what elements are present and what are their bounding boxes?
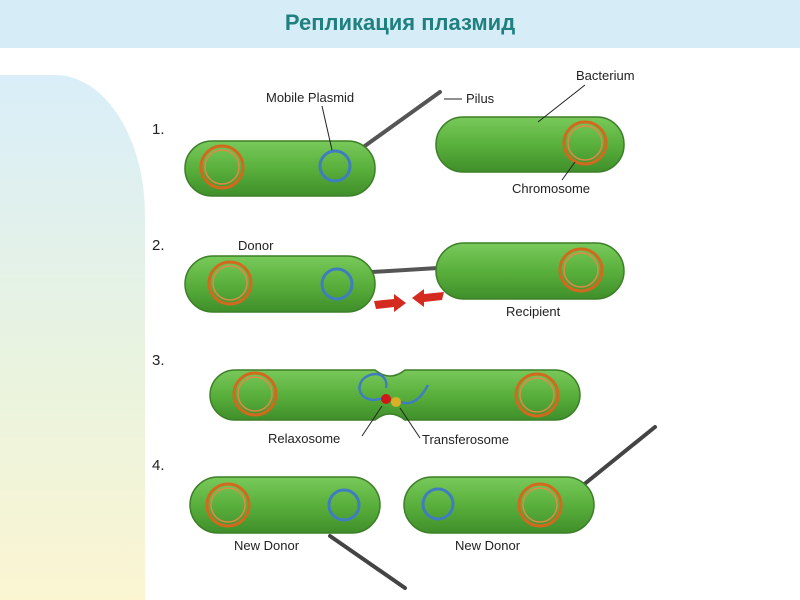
- chromosome-ring: [205, 482, 251, 528]
- chromosome-ring: [232, 371, 278, 417]
- chromosome-ring-inner: [519, 377, 555, 413]
- label-recipient: Recipient: [506, 304, 561, 319]
- chromosome-ring-inner: [563, 252, 599, 288]
- plasmid-ring: [318, 149, 352, 183]
- plasmid-strand-donor: [358, 372, 389, 402]
- chromosome-ring: [514, 372, 560, 418]
- conjugating-cells-step3: [209, 369, 581, 421]
- chromosome-ring-inner: [522, 487, 558, 523]
- leader-bacterium: [537, 84, 586, 123]
- leader-transferosome: [399, 407, 421, 439]
- step-number-2: 2.: [152, 237, 165, 254]
- chromosome-ring-inner: [212, 265, 248, 301]
- page-title: Репликация плазмид: [284, 10, 516, 35]
- label-relaxosome: Relaxosome: [268, 431, 340, 446]
- label-bacterium: Bacterium: [576, 68, 635, 83]
- chromosome-ring: [558, 247, 604, 293]
- chromosome-ring-inner: [210, 487, 246, 523]
- chromosome-ring-inner: [204, 149, 240, 185]
- label-mobile-plasmid: Mobile Plasmid: [266, 90, 354, 105]
- plasmid-ring: [421, 487, 455, 521]
- chromosome-ring: [517, 482, 563, 528]
- transferosome-dot: [391, 397, 401, 407]
- donor-cell-step2: [184, 255, 376, 313]
- recipient-cell-step2: [435, 242, 625, 300]
- plasmid-ring: [320, 267, 354, 301]
- label-new-donor-left: New Donor: [234, 538, 300, 553]
- label-pilus: Pilus: [466, 91, 495, 106]
- decorative-band: [0, 75, 145, 600]
- title-bar: [0, 0, 800, 48]
- label-chromosome: Chromosome: [512, 181, 590, 196]
- pilus-step4-left: [328, 534, 407, 590]
- plasmid-ring: [327, 488, 361, 522]
- step-number-4: 4.: [152, 457, 165, 474]
- leader-chromosome: [561, 161, 576, 181]
- chromosome-ring: [562, 120, 608, 166]
- chromosome-ring-inner: [567, 125, 603, 161]
- arrow-right: [374, 294, 406, 312]
- arrow-left: [412, 289, 444, 307]
- relaxosome-dot: [381, 394, 391, 404]
- chromosome-ring: [199, 144, 245, 190]
- label-donor: Donor: [238, 238, 274, 253]
- label-transferosome: Transferosome: [422, 432, 509, 447]
- step-number-1: 1.: [152, 121, 165, 138]
- leader-relaxosome: [361, 405, 383, 437]
- pilus-step2: [370, 266, 440, 274]
- label-new-donor-right: New Donor: [455, 538, 521, 553]
- chromosome-ring: [207, 260, 253, 306]
- pilus-step4-right: [580, 425, 657, 488]
- donor-cell-step1: [184, 140, 376, 197]
- step-number-3: 3.: [152, 352, 165, 369]
- pilus-step1: [360, 90, 442, 150]
- leader-mobile-plasmid: [321, 105, 333, 151]
- new-donor-cell-right: [403, 476, 595, 534]
- chromosome-ring-inner: [237, 376, 273, 412]
